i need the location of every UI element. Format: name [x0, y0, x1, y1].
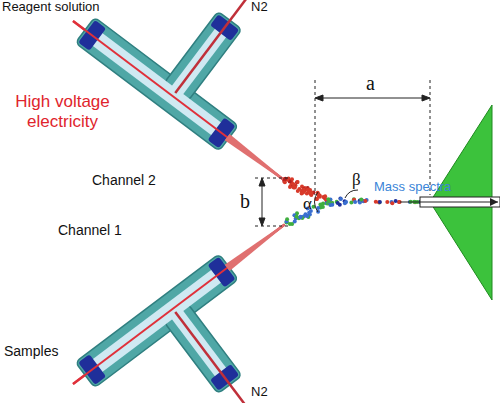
channel-label: Channel 2 — [92, 172, 156, 188]
inlet-label: Reagent solution — [2, 0, 100, 15]
channel-1-tee — [63, 212, 358, 403]
output-label: Mass spectra — [374, 180, 451, 195]
angle-label: β — [352, 170, 361, 190]
inlet-label: Samples — [4, 343, 58, 359]
dimension-label: a — [366, 72, 375, 95]
gas-label: N2 — [251, 0, 268, 15]
dimension-lines — [255, 80, 430, 226]
channel-label: Channel 1 — [58, 222, 122, 238]
angle-label: α — [303, 194, 312, 214]
dimension-label: b — [240, 190, 250, 213]
voltage-label: High voltage electricity — [0, 92, 125, 131]
gas-label: N2 — [251, 385, 268, 400]
